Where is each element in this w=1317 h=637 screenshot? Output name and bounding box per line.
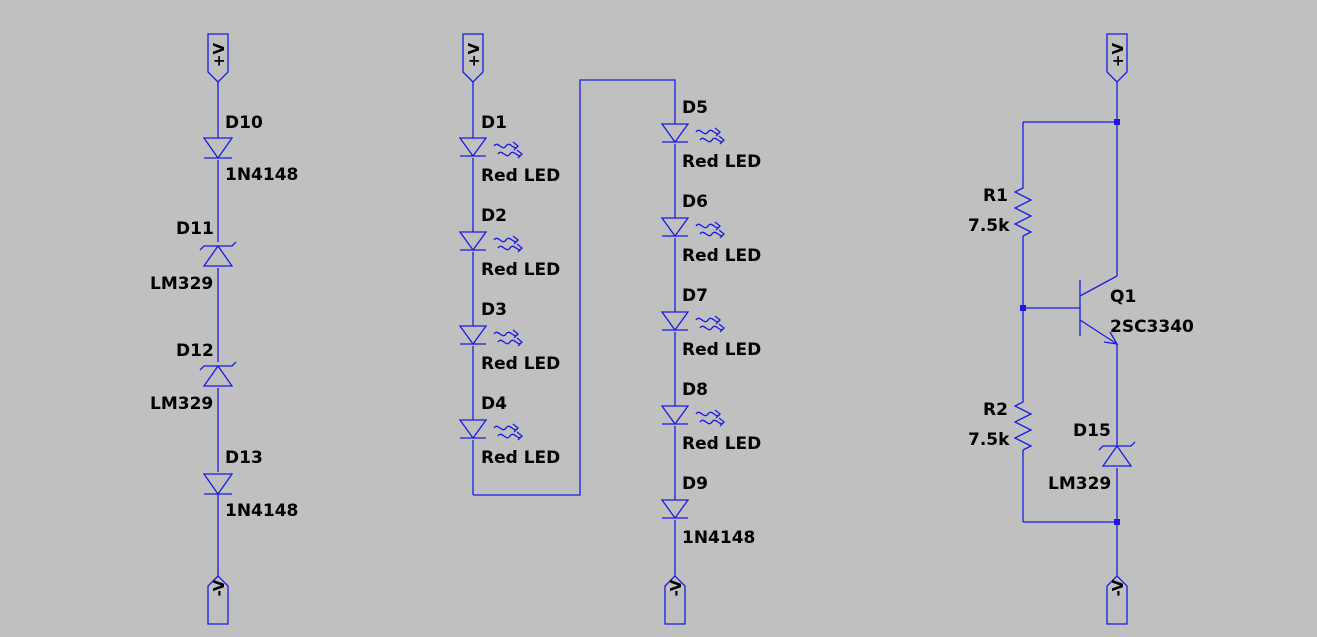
svg-text:D2: D2 (481, 206, 507, 226)
svg-text:Q1: Q1 (1110, 287, 1136, 307)
supply-minus-v-1: -V (207, 575, 229, 625)
supply-minus-v-3: -V (1106, 575, 1128, 625)
junction-dot (1020, 305, 1026, 311)
svg-text:2SC3340: 2SC3340 (1110, 317, 1194, 337)
svg-text:D11: D11 (176, 219, 214, 239)
svg-text:-V: -V (667, 579, 685, 596)
svg-text:D10: D10 (225, 113, 263, 133)
diode-d9: D9 1N4148 (660, 474, 755, 548)
zener-d12: D12 LM329 (150, 341, 237, 414)
zener-d15: D15 LM329 (1048, 421, 1136, 494)
led-d8: D8 Red LED (660, 380, 761, 454)
led-d2: D2 Red LED (458, 206, 560, 280)
led-d7: D7 Red LED (660, 286, 761, 360)
led-d1: D1 Red LED (458, 113, 560, 186)
junction-dot (1114, 119, 1120, 125)
svg-text:LM329: LM329 (1048, 474, 1111, 494)
svg-text:R2: R2 (983, 400, 1008, 420)
svg-text:D4: D4 (481, 394, 507, 414)
svg-text:Red LED: Red LED (481, 166, 560, 186)
svg-text:Red LED: Red LED (682, 246, 761, 266)
svg-text:+V: +V (1109, 43, 1127, 68)
supply-plus-v-3: +V (1106, 33, 1128, 83)
svg-text:D9: D9 (682, 474, 708, 494)
svg-text:1N4148: 1N4148 (225, 501, 298, 521)
svg-text:D6: D6 (682, 192, 708, 212)
svg-text:D12: D12 (176, 341, 214, 361)
svg-text:R1: R1 (983, 186, 1008, 206)
svg-text:+V: +V (465, 43, 483, 68)
svg-text:D8: D8 (682, 380, 708, 400)
svg-text:D13: D13 (225, 448, 263, 468)
svg-text:Red LED: Red LED (481, 354, 560, 374)
led-d4: D4 Red LED (458, 394, 560, 468)
svg-text:1N4148: 1N4148 (225, 165, 298, 185)
resistor-r2: R2 7.5k (968, 396, 1033, 451)
svg-text:7.5k: 7.5k (968, 430, 1010, 450)
svg-text:D5: D5 (682, 98, 708, 118)
svg-text:D7: D7 (682, 286, 708, 306)
transistor-q1: Q1 2SC3340 (1079, 275, 1194, 345)
svg-text:LM329: LM329 (150, 394, 213, 414)
svg-text:D3: D3 (481, 300, 507, 320)
svg-text:Red LED: Red LED (481, 448, 560, 468)
resistor-r1: R1 7.5k (968, 182, 1033, 237)
junction-dot (1114, 519, 1120, 525)
led-d3: D3 Red LED (458, 300, 560, 374)
svg-text:7.5k: 7.5k (968, 216, 1010, 236)
supply-plus-v-1: +V (207, 33, 229, 83)
diode-d13: D13 1N4148 (202, 448, 298, 521)
supply-minus-v-2: -V (664, 575, 686, 625)
svg-text:Red LED: Red LED (682, 340, 761, 360)
svg-text:Red LED: Red LED (481, 260, 560, 280)
svg-text:1N4148: 1N4148 (682, 528, 755, 548)
diode-d10: D10 1N4148 (202, 113, 298, 185)
svg-text:LM329: LM329 (150, 274, 213, 294)
svg-text:Red LED: Red LED (682, 434, 761, 454)
regulator-circuit: +V -V R1 7.5k R2 7.5k Q1 2SC3340 D15 LM (968, 33, 1194, 625)
svg-text:Red LED: Red LED (682, 152, 761, 172)
supply-plus-v-2: +V (462, 33, 484, 83)
led-d5: D5 Red LED (660, 98, 761, 172)
svg-text:D1: D1 (481, 113, 507, 133)
svg-text:D15: D15 (1073, 421, 1111, 441)
svg-text:-V: -V (210, 579, 228, 596)
left-string: +V -V D10 1N4148 D11 LM329 D12 LM329 D13… (150, 33, 298, 625)
svg-text:-V: -V (1109, 579, 1127, 596)
led-d6: D6 Red LED (660, 192, 761, 266)
led-string: +V -V D1 Red LED D2 Red LED D3 Red LED (458, 33, 761, 625)
zener-d11: D11 LM329 (150, 219, 237, 294)
svg-text:+V: +V (210, 43, 228, 68)
